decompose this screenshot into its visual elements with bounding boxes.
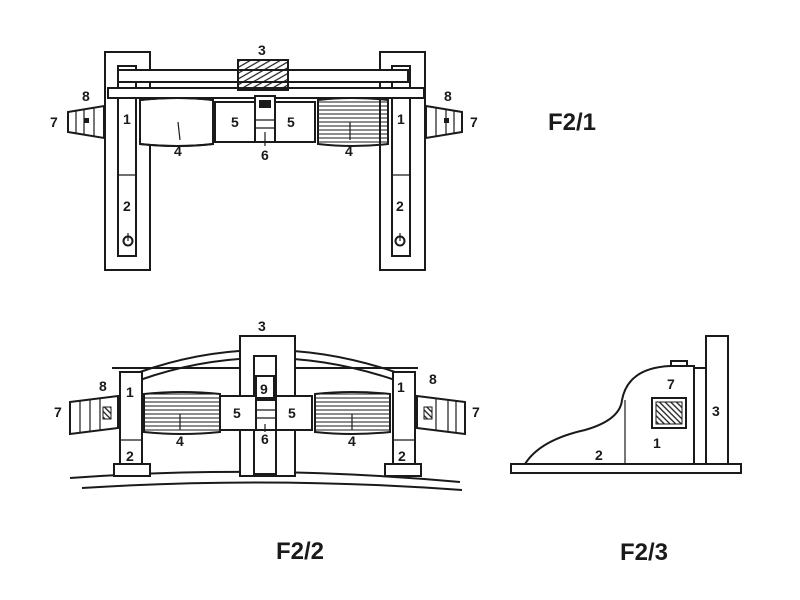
center-piece <box>255 399 277 431</box>
f21-label-center: 6 <box>261 147 269 163</box>
right-block <box>275 395 313 431</box>
f22-label-window: 9 <box>260 381 268 397</box>
f21-label-frame-right: 1 <box>397 111 405 127</box>
right-post-inner <box>391 65 411 257</box>
f22-label-frame-left: 1 <box>126 384 134 400</box>
window <box>255 375 275 399</box>
f21-title: F2/1 <box>548 109 596 136</box>
f21-label-block-left: 5 <box>231 114 239 130</box>
f22-label-block-left: 5 <box>233 405 241 421</box>
f23-label-head: 7 <box>667 376 675 392</box>
figure-f2-1: 3 8 8 7 7 1 1 5 5 4 4 6 2 2 F2/1 <box>50 42 596 271</box>
f21-label-block-right: 5 <box>287 114 295 130</box>
f22-label-roller-left: 4 <box>176 433 184 449</box>
f23-label-slope: 2 <box>595 447 603 463</box>
f23-label-body: 1 <box>653 435 661 451</box>
f22-label-hub-left: 7 <box>54 404 62 420</box>
f22-label-marker-left: 8 <box>99 378 107 394</box>
f22-label-top-block: 3 <box>258 318 266 334</box>
f22-label-marker-right: 8 <box>429 371 437 387</box>
ground-line-bottom <box>81 481 463 491</box>
head-window-hatch <box>655 401 683 425</box>
f22-label-post-left: 2 <box>126 448 134 464</box>
left-foot <box>113 463 151 477</box>
f21-label-hub-left: 7 <box>50 114 58 130</box>
right-block <box>274 101 316 143</box>
left-marker-icon <box>84 118 89 123</box>
back-plate <box>705 335 729 465</box>
left-block <box>219 395 257 431</box>
f22-label-hub-right: 7 <box>472 404 480 420</box>
left-marker-icon <box>102 406 112 420</box>
f23-title: F2/3 <box>620 539 668 566</box>
back-plate-strip <box>693 367 707 465</box>
f21-label-frame-left: 1 <box>123 111 131 127</box>
top-block <box>237 59 289 91</box>
f21-label-roller-left: 4 <box>174 143 182 159</box>
left-roller <box>143 391 221 435</box>
f22-label-roller-right: 4 <box>348 433 356 449</box>
left-post-inner <box>117 65 137 257</box>
right-roller <box>314 391 391 435</box>
figure-f2-2: 3 9 8 8 7 7 1 1 5 5 4 4 6 2 2 F2/2 <box>54 318 480 565</box>
f22-title: F2/2 <box>276 538 324 565</box>
f21-label-marker-right: 8 <box>444 88 452 104</box>
body-profile <box>523 365 695 465</box>
f22-label-block-right: 5 <box>288 405 296 421</box>
f21-label-roller-right: 4 <box>345 143 353 159</box>
right-marker-icon <box>444 118 449 123</box>
f22-label-frame-right: 1 <box>397 379 405 395</box>
right-marker-icon <box>423 406 433 420</box>
f21-label-post-right: 2 <box>396 198 404 214</box>
left-hub <box>69 394 119 436</box>
right-roller <box>317 97 389 147</box>
f22-label-post-right: 2 <box>398 448 406 464</box>
f21-label-top-block: 3 <box>258 42 266 58</box>
figure-f2-3: 7 3 1 2 F2/3 <box>510 335 742 566</box>
base-plate <box>510 463 742 474</box>
f21-label-post-left: 2 <box>123 198 131 214</box>
f21-label-marker-left: 8 <box>82 88 90 104</box>
f22-label-center: 6 <box>261 431 269 447</box>
f23-label-back-plate: 3 <box>712 403 720 419</box>
right-foot <box>384 463 422 477</box>
center-notch <box>259 100 271 108</box>
left-roller <box>139 97 214 147</box>
f21-label-hub-right: 7 <box>470 114 478 130</box>
right-hub <box>416 394 466 436</box>
